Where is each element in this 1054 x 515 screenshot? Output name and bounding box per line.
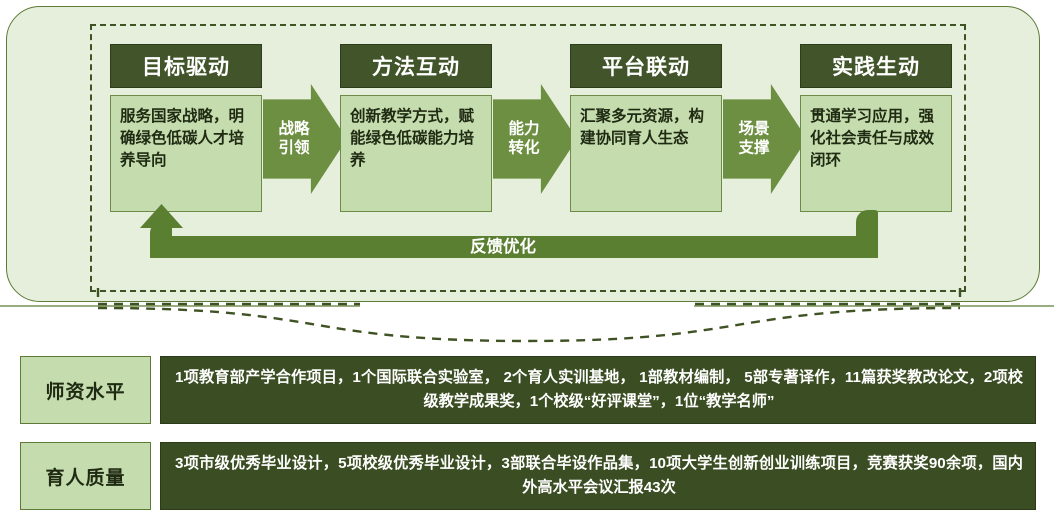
funnel-connector <box>0 288 1054 343</box>
feedback-right-riser <box>856 210 878 258</box>
stage-3[interactable]: 平台联动 汇聚多元资源，构建协同育人生态 <box>570 44 722 212</box>
connector-arrow-2: 能力 转化 <box>493 84 577 194</box>
outcome-row-1: 师资水平 1项教育部产学合作项目，1个国际联合实验室， 2个育人实训基地， 1部… <box>20 356 1036 424</box>
stage-3-body: 汇聚多元资源，构建协同育人生态 <box>570 95 722 212</box>
outcome-row-1-text: 1项教育部产学合作项目，1个国际联合实验室， 2个育人实训基地， 1部教材编制，… <box>160 356 1036 424</box>
dashed-frame <box>90 24 966 292</box>
stage-4-title: 实践生动 <box>800 44 952 88</box>
stage-2[interactable]: 方法互动 创新教学方式，赋能绿色低碳能力培养 <box>340 44 492 212</box>
connector-arrow-1-label: 战略 引领 <box>278 120 310 157</box>
stage-2-body: 创新教学方式，赋能绿色低碳能力培养 <box>340 95 492 212</box>
outcome-row-2-text: 3项市级优秀毕业设计，5项校级优秀毕业设计，3部联合毕设作品集，10项大学生创新… <box>160 442 1036 510</box>
stage-1-body: 服务国家战略，明确绿色低碳人才培养导向 <box>110 95 262 212</box>
feedback-loop-arrow: 反馈优化 <box>128 204 878 268</box>
stage-1-title: 目标驱动 <box>110 44 262 88</box>
feedback-left-riser <box>150 222 172 258</box>
outcome-row-1-label: 师资水平 <box>20 356 151 424</box>
feedback-label: 反馈优化 <box>470 238 536 256</box>
connector-arrow-1: 战略 引领 <box>263 84 347 194</box>
stage-1[interactable]: 目标驱动 服务国家战略，明确绿色低碳人才培养导向 <box>110 44 262 212</box>
connector-arrow-2-label: 能力 转化 <box>508 120 540 157</box>
stage-2-title: 方法互动 <box>340 44 492 88</box>
arrow-up-icon <box>140 204 183 228</box>
connector-arrow-3-label: 场景 支撑 <box>738 120 770 157</box>
connector-arrow-3: 场景 支撑 <box>723 84 807 194</box>
stage-4-body: 贯通学习应用，强化社会责任与成效闭环 <box>800 95 952 212</box>
stage-3-title: 平台联动 <box>570 44 722 88</box>
outcome-row-2-label: 育人质量 <box>20 442 151 510</box>
feedback-bar <box>150 236 868 258</box>
funnel-left-stub <box>96 288 360 306</box>
funnel-right-stub <box>694 288 962 306</box>
stage-4[interactable]: 实践生动 贯通学习应用，强化社会责任与成效闭环 <box>800 44 952 212</box>
funnel-curve <box>97 306 961 343</box>
outcome-row-2: 育人质量 3项市级优秀毕业设计，5项校级优秀毕业设计，3部联合毕设作品集，10项… <box>20 442 1036 510</box>
